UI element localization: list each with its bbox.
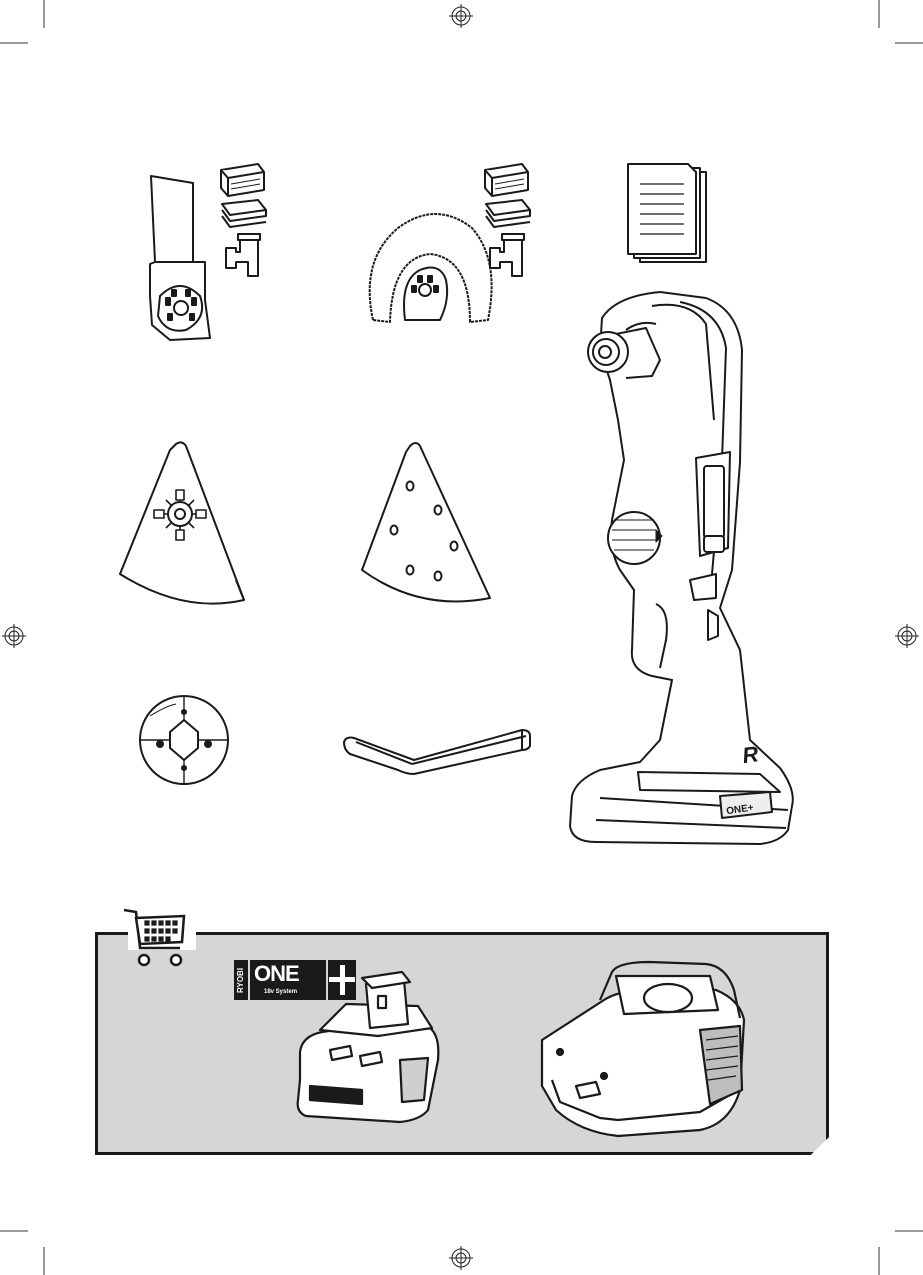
logo-product: ONE xyxy=(254,961,299,987)
plus-icon xyxy=(328,960,356,1000)
shopping-cart-icon xyxy=(124,908,196,965)
ryobi-one-plus-logo: RYOBI ONE 18v System xyxy=(234,960,356,1000)
logo-subtitle: 18v System xyxy=(264,989,297,995)
logo-main: ONE 18v System xyxy=(250,960,326,1000)
logo-brand: RYOBI xyxy=(234,960,248,1000)
battery-charger xyxy=(542,962,744,1136)
